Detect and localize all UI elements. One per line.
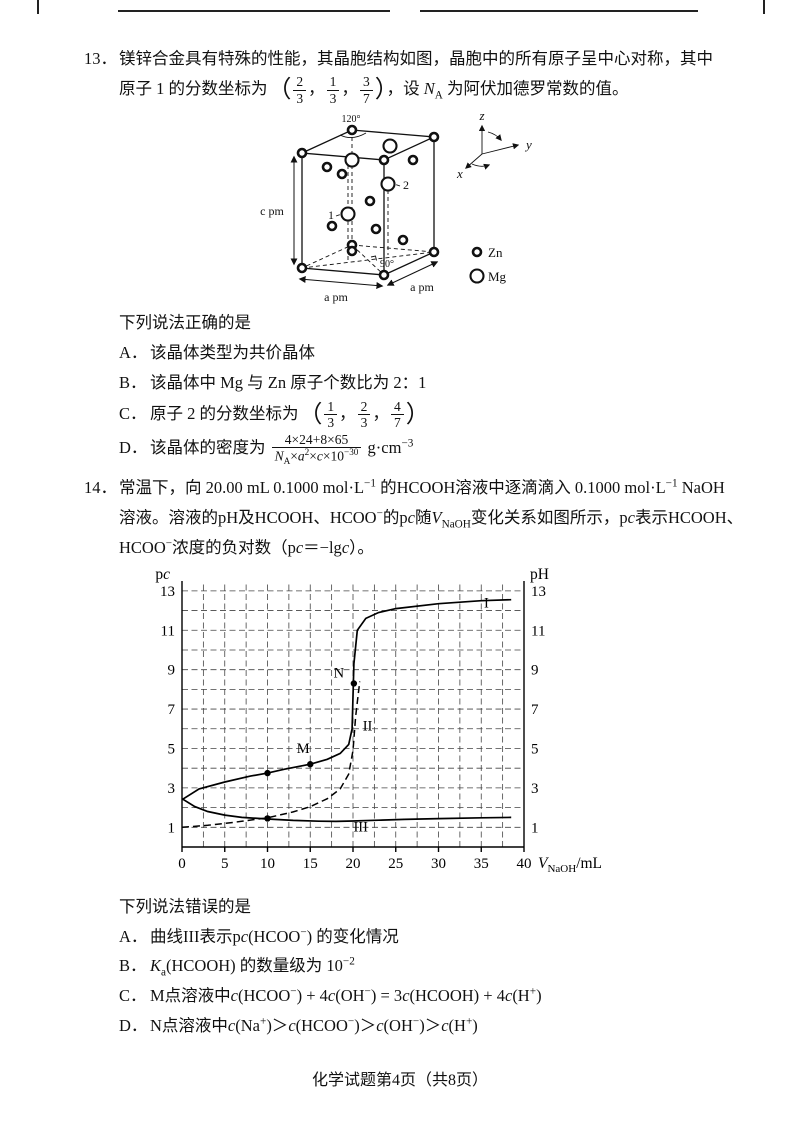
svg-text:5: 5 [221,856,229,872]
svg-text:7: 7 [168,702,176,718]
question-14-option-d: D．N点溶液中c(Na+)＞c(HCOO−)＞c(OH−)＞c(H+) [84,1012,764,1041]
svg-text:I: I [484,595,489,611]
question-14-stem: 下列说法错误的是 [119,896,251,916]
atom-2-label: 2 [403,178,409,192]
question-13-line-1: 13．镁锌合金具有特殊的性能，其晶胞结构如图，晶胞中的所有原子呈中心对称，其中 [84,44,764,74]
question-14-number: 14． [84,477,117,497]
option-a-marker: A． [119,342,148,362]
option-a-text: 曲线III表示pc(HCOO−) 的变化情况 [150,926,399,946]
question-14-line-2: 溶液。溶液的pH及HCOOH、HCOO−的pc随VNaOH变化关系如图所示，pc… [119,507,744,531]
legend-mg-icon [469,268,485,284]
dim-a2-label: a pm [410,280,434,294]
dim-c-label: c pm [260,204,284,218]
option-b-text: 该晶体中 Mg 与 Zn 原子个数比为 2：1 [150,372,427,392]
svg-text:11: 11 [531,623,545,639]
svg-text:20: 20 [346,856,361,872]
option-b-marker: B． [119,372,147,392]
question-14-option-b: B．Ka(HCOOH) 的数量级为 10−2 [84,952,764,981]
svg-text:5: 5 [168,741,176,757]
question-13-option-b: B．该晶体中 Mg 与 Zn 原子个数比为 2：1 [84,369,764,398]
svg-text:III: III [353,819,368,835]
svg-text:3: 3 [168,781,176,797]
question-13-text: 镁锌合金具有特殊的性能，其晶胞结构如图，晶胞中的所有原子呈中心对称，其中 [119,49,713,68]
svg-text:VNaOH/mL: VNaOH/mL [538,855,602,875]
atom-1-label: 1 [328,208,334,222]
legend: Zn Mg [469,245,507,284]
svg-text:7: 7 [531,702,539,718]
svg-text:M: M [297,741,310,757]
svg-text:25: 25 [388,856,403,872]
question-13: 13．镁锌合金具有特殊的性能，其晶胞结构如图，晶胞中的所有原子呈中心对称，其中 … [84,44,764,467]
question-14: 14．常温下，向 20.00 mL 0.1000 mol·L−1 的HCOOH溶… [84,473,764,1041]
option-b-marker: B． [119,956,147,976]
svg-text:5: 5 [531,741,539,757]
axis-z-label: z [478,110,484,123]
legend-zn-icon [471,246,483,258]
question-13-stem: 下列说法正确的是 [119,313,251,333]
svg-text:pc: pc [155,567,170,583]
option-c-text: M点溶液中c(HCOO−) + 4c(OH−) = 3c(HCOOH) + 4c… [150,985,542,1006]
crystal-structure-figure: 120° 90° c pm a pm a pm z y x 1 2 Zn Mg [260,110,532,304]
page-border-mark [37,0,39,14]
page-border-mark [118,10,390,12]
question-14-option-c: C．M点溶液中c(HCOO−) + 4c(OH−) = 3c(HCOOH) + … [84,982,764,1011]
axes-icon [465,125,520,170]
question-14-option-a: A．曲线III表示pc(HCOO−) 的变化情况 [84,923,764,952]
svg-text:15: 15 [303,856,318,872]
question-14-line-1: 14．常温下，向 20.00 mL 0.1000 mol·L−1 的HCOOH溶… [84,473,764,503]
question-14-line-3: HCOO−浓度的负对数（pc＝−lgc）。 [119,537,374,557]
svg-text:1: 1 [168,820,176,836]
svg-text:40: 40 [517,856,532,872]
axis-y-label: y [524,137,532,152]
option-a-text: 该晶体类型为共价晶体 [150,342,315,362]
page-border-mark [420,10,698,12]
page-content: 13．镁锌合金具有特殊的性能，其晶胞结构如图，晶胞中的所有原子呈中心对称，其中 … [84,44,764,1042]
dimension-lines [290,155,439,290]
option-c-marker: C． [119,986,147,1006]
option-c-marker: C． [119,403,147,423]
option-b-text: Ka(HCOOH) 的数量级为 10−2 [150,955,355,979]
option-d-marker: D． [119,438,148,458]
atom-1-leader [335,213,343,217]
svg-text:pH: pH [530,567,549,583]
mg-atoms [340,138,398,222]
axis-x-label: x [456,166,463,181]
svg-text:10: 10 [260,856,275,872]
svg-text:35: 35 [474,856,489,872]
angle-120-label: 120° [342,114,361,125]
page-footer: 化学试题第4页（共8页） [311,1072,488,1089]
svg-text:N: N [334,665,345,681]
legend-mg-label: Mg [488,269,507,284]
option-d-marker: D． [119,1016,148,1036]
page-border-mark [763,0,765,14]
angle-90-label: 90° [380,259,394,270]
svg-text:9: 9 [531,662,539,678]
svg-text:9: 9 [168,662,176,678]
svg-text:13: 13 [160,584,175,600]
question-14-text: 常温下，向 20.00 mL 0.1000 mol·L−1 的HCOOH溶液中逐… [119,477,725,497]
zn-atoms [296,124,440,281]
svg-text:3: 3 [531,781,539,797]
svg-text:0: 0 [178,856,186,872]
dim-a1-label: a pm [324,290,348,304]
svg-text:II: II [363,719,373,735]
svg-text:13: 13 [531,584,546,600]
svg-text:1: 1 [531,820,539,836]
legend-zn-label: Zn [488,245,503,260]
option-a-marker: A． [119,926,148,946]
question-13-option-a: A．该晶体类型为共价晶体 [84,339,764,368]
question-13-number: 13． [84,49,117,68]
svg-text:11: 11 [161,623,175,639]
option-d-text: N点溶液中c(Na+)＞c(HCOO−)＞c(OH−)＞c(H+) [150,1015,478,1036]
svg-text:30: 30 [431,856,446,872]
atom-2-leader [393,183,401,187]
